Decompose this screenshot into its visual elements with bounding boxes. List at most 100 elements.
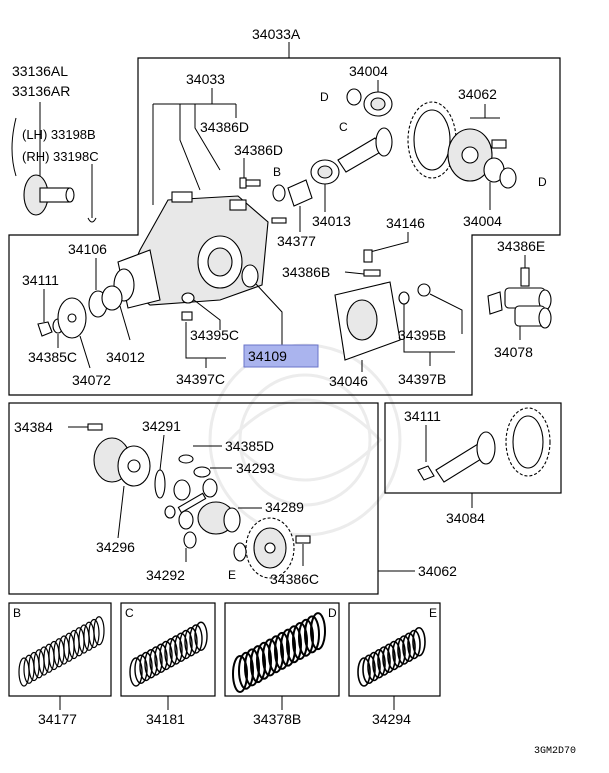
label-34109: 34109 (248, 348, 287, 364)
label-34072: 34072 (72, 372, 111, 388)
shim-ring (139, 651, 153, 682)
label-34385C: 34385C (28, 349, 77, 365)
letter-B-box: B (13, 606, 21, 620)
dynamic-damper-34078 (487, 287, 552, 329)
thrust-washer-34291 (154, 469, 166, 499)
label-34384: 34384 (14, 419, 53, 435)
washer-34385D (178, 454, 194, 464)
label-34386E: 34386E (497, 238, 545, 254)
shim-ring (367, 651, 381, 682)
label-33198C: (RH) 33198C (22, 149, 99, 164)
companion-flange-34072 (57, 297, 87, 339)
label-34293: 34293 (236, 460, 275, 476)
shim-ring (280, 628, 296, 667)
shim-ring (412, 626, 426, 657)
label-34292: 34292 (146, 567, 185, 583)
shim-ring (194, 621, 208, 651)
label-34386D-a: 34386D (200, 119, 249, 135)
shim-ring (149, 646, 163, 676)
shim-ring (262, 638, 278, 677)
ring-gear-34084 (505, 407, 551, 477)
label-34386C: 34386C (270, 571, 319, 587)
shim-ring (134, 654, 148, 684)
shim-ring (159, 640, 173, 671)
label-34146: 34146 (386, 215, 425, 231)
shim-ring (397, 635, 411, 665)
label-33136AR: 33136AR (12, 83, 70, 99)
pinion-gear-34293 (193, 466, 211, 478)
shim-ring (238, 651, 254, 690)
shim-ring (174, 632, 188, 662)
bearing-34012 (101, 285, 123, 311)
label-34395B: 34395B (398, 327, 446, 343)
label-34012: 34012 (106, 349, 145, 365)
shim-ring (387, 640, 401, 671)
shim-B-top (272, 184, 286, 202)
shim-box-C: C (120, 602, 216, 697)
diff-case-top (447, 128, 507, 182)
shim-ring (304, 615, 320, 654)
label-34397C: 34397C (176, 371, 225, 387)
frame-34062 (8, 402, 379, 595)
lock-nut-34111 (37, 321, 53, 337)
nut-34395C (181, 292, 195, 321)
shim-ring (402, 632, 416, 663)
label-34177: 34177 (38, 711, 77, 727)
letter-C-box: C (125, 606, 134, 620)
bolt-34386B (363, 269, 381, 277)
letter-E-box: E (429, 606, 437, 620)
shim-ring (164, 638, 178, 668)
label-34062-top: 34062 (458, 86, 497, 102)
shim-ring (179, 629, 193, 660)
letter-C-top: C (339, 120, 348, 134)
label-34062-box: 34062 (418, 563, 457, 579)
label-34046: 34046 (329, 373, 368, 389)
shim-ring (268, 635, 284, 674)
shim-ring (88, 618, 100, 649)
shim-ring (256, 641, 272, 680)
shim-ring (154, 643, 168, 673)
bolt-34386C (295, 535, 311, 544)
frame-34084 (384, 402, 562, 494)
label-34386D-b: 34386D (234, 142, 283, 158)
shim-ring (189, 624, 203, 654)
shim-ring (129, 657, 143, 687)
label-34385D: 34385D (225, 438, 274, 454)
shim-ring (298, 618, 314, 657)
label-34386B: 34386B (282, 264, 330, 280)
ring-gear-top (407, 101, 457, 179)
oil-seal-34109 (241, 264, 259, 288)
shim-ring (144, 649, 158, 679)
differential-carrier-34033 (113, 191, 269, 309)
letter-D-box: D (328, 606, 337, 620)
bearing-34013 (310, 159, 340, 185)
frame-34033A (8, 57, 561, 396)
label-34078: 34078 (494, 344, 533, 360)
label-33198B: (LH) 33198B (22, 127, 96, 142)
shim-ring (292, 622, 308, 660)
breather-34146 (363, 249, 373, 263)
ring-gear-34062 (245, 517, 295, 579)
shim-ring (232, 655, 248, 693)
letter-B-top: B (273, 165, 281, 179)
diff-case-34062 (93, 437, 151, 487)
label-34111-b: 34111 (404, 408, 441, 424)
label-34004-top: 34004 (349, 63, 388, 79)
shim-ring (382, 643, 396, 674)
shim-ring (362, 654, 376, 685)
rear-cover-34046 (334, 281, 401, 361)
shim-ring (392, 637, 406, 668)
label-34294: 34294 (372, 711, 411, 727)
shim-ring (286, 625, 302, 664)
label-34397B: 34397B (398, 371, 446, 387)
case-half-34289 (197, 501, 241, 535)
shim-box-D: D (224, 602, 340, 697)
shim-ring (274, 631, 290, 670)
highlight-34109 (243, 344, 319, 368)
label-34395C: 34395C (190, 327, 239, 343)
side-gears-cluster (164, 478, 218, 549)
drive-pinion-top (337, 127, 393, 173)
label-34013: 34013 (312, 213, 351, 229)
bolt-small-top (271, 217, 287, 224)
